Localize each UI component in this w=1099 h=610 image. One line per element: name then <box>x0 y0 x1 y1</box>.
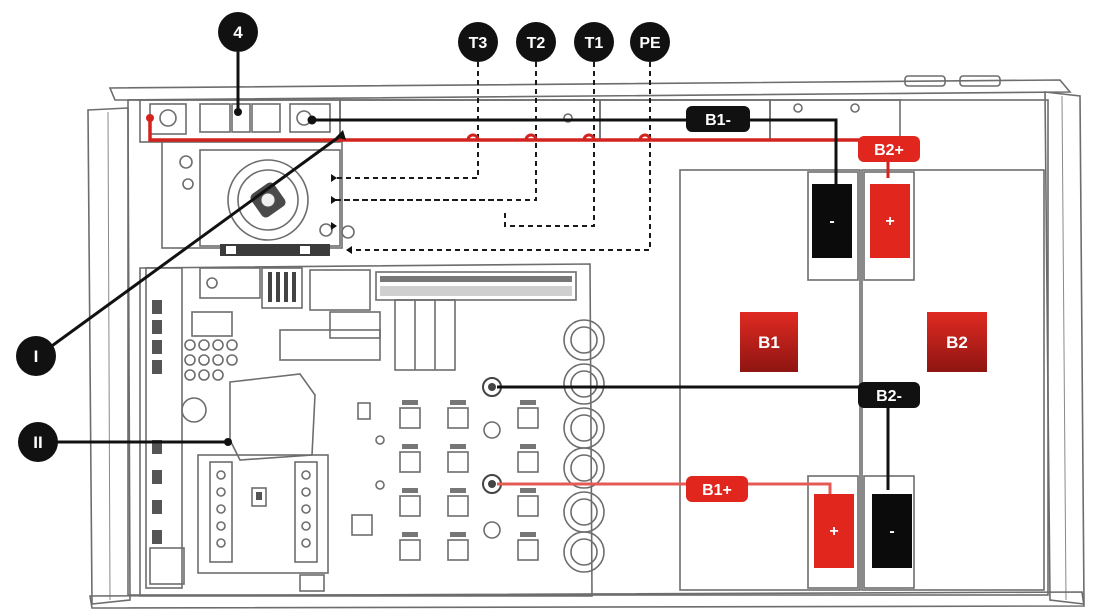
svg-text:4: 4 <box>233 23 243 42</box>
svg-text:T2: T2 <box>527 35 546 52</box>
callout-t3: T3 <box>458 22 498 62</box>
terminal-b1-minus: - <box>812 184 852 258</box>
wire-b2-minus <box>497 385 890 490</box>
transformer-module <box>229 373 316 461</box>
terminal-block-4 <box>231 103 251 133</box>
wire-b2-plus <box>146 114 890 178</box>
callout-ii: II <box>18 422 58 462</box>
main-switch-assembly <box>161 139 355 256</box>
svg-text:B1+: B1+ <box>702 482 732 499</box>
callout-t2: T2 <box>516 22 556 62</box>
svg-text:T1: T1 <box>585 35 604 52</box>
label-b2-plus: B2+ <box>858 136 920 162</box>
svg-text:II: II <box>33 433 42 452</box>
terminal-b2-minus: - <box>872 494 912 568</box>
battery-b1 <box>679 169 861 591</box>
power-transistors <box>351 400 539 561</box>
callout-4: 4 <box>218 12 258 52</box>
label-b1-minus: B1- <box>686 106 750 132</box>
battery-label-b2: B2 <box>927 312 987 372</box>
capacitor-grid <box>181 339 238 423</box>
control-board <box>139 263 605 597</box>
leader-i <box>37 132 344 358</box>
svg-text:B2+: B2+ <box>874 142 904 159</box>
svg-text:B2-: B2- <box>876 388 902 405</box>
battery-label-b1: B1 <box>740 312 798 372</box>
relay-block <box>394 299 456 371</box>
label-b2-minus: B2- <box>858 382 920 408</box>
rotary-switch <box>227 159 309 241</box>
terminal-b1-plus: + <box>814 494 854 568</box>
svg-text:B1: B1 <box>758 333 780 352</box>
callout-pe: PE <box>630 22 670 62</box>
left-connector-strip <box>152 300 162 544</box>
callout-t1: T1 <box>574 22 614 62</box>
svg-text:B2: B2 <box>946 333 968 352</box>
top-lip <box>108 79 1072 101</box>
wire-b1-plus <box>497 482 832 496</box>
signal-wires <box>331 62 651 254</box>
svg-text:-: - <box>829 213 834 230</box>
wire-b1-minus <box>307 115 838 184</box>
svg-text:+: + <box>829 523 838 540</box>
svg-text:-: - <box>889 523 894 540</box>
bus-capacitors <box>563 319 605 573</box>
svg-text:+: + <box>885 213 894 230</box>
svg-text:PE: PE <box>639 35 661 52</box>
svg-text:I: I <box>34 347 39 366</box>
svg-text:T3: T3 <box>469 35 488 52</box>
svg-text:B1-: B1- <box>705 112 731 129</box>
callout-i: I <box>16 336 56 376</box>
terminal-strip <box>375 271 577 301</box>
label-b1-plus: B1+ <box>686 476 748 502</box>
left-side-panel <box>87 107 131 605</box>
relay-module <box>197 454 329 574</box>
terminal-b2-plus: + <box>870 184 910 258</box>
